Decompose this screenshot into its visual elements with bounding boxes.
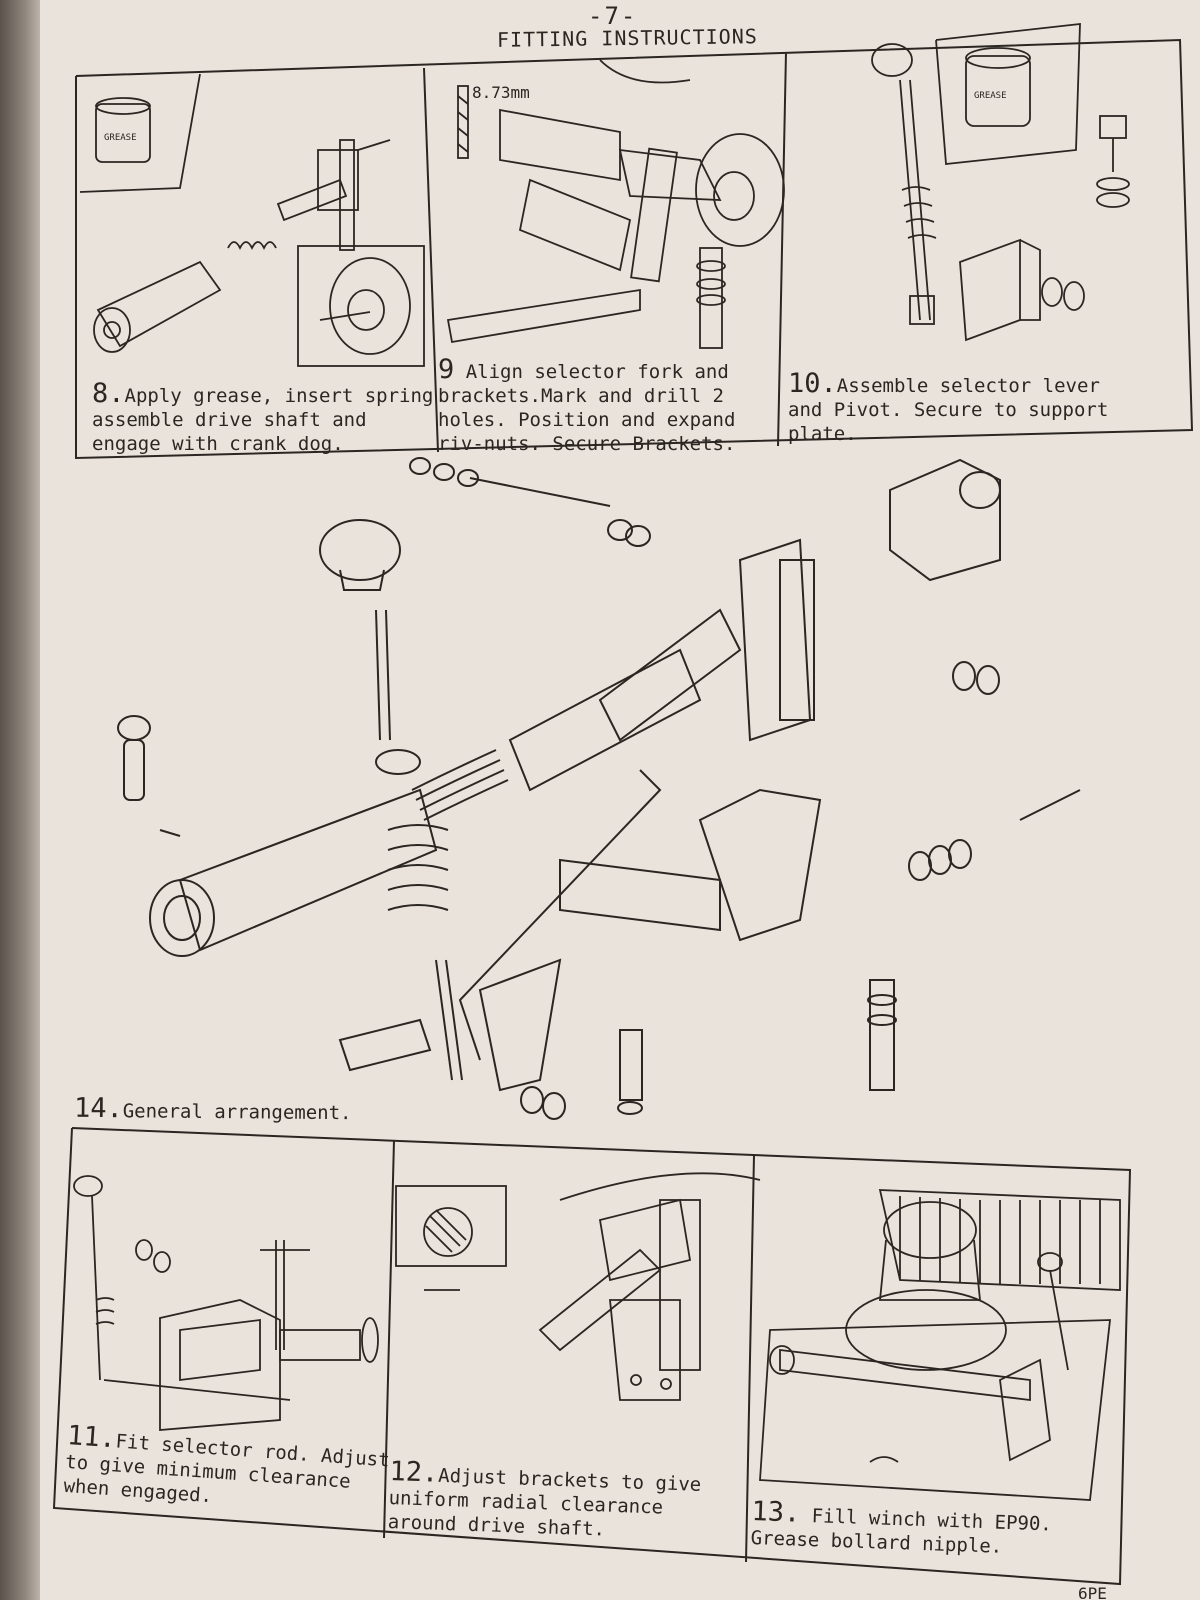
figure-10-selector-lever bbox=[871, 22, 1130, 342]
figure-11-selector-rod bbox=[73, 1175, 379, 1431]
caption-step-14: 14.General arrangement. bbox=[73, 1092, 352, 1125]
caption-step-10: 10.Assemble selector lever and Pivot. Se… bbox=[788, 368, 1109, 445]
manual-page: -7- FITTING INSTRUCTIONS bbox=[40, 0, 1200, 1600]
caption-step-9: 9 Align selector fork and brackets.Mark … bbox=[438, 354, 736, 455]
figure-14-general-arrangement bbox=[117, 457, 1081, 1120]
step-number: 14. bbox=[73, 1092, 123, 1125]
step-number: 13. bbox=[751, 1496, 801, 1529]
figure-12-brackets bbox=[395, 1172, 761, 1401]
top-panel-frame bbox=[75, 38, 1194, 460]
grease-label-8: GREASE bbox=[104, 133, 137, 143]
bottom-panel-frame bbox=[52, 1127, 1132, 1586]
figure-9-selector-fork bbox=[446, 59, 785, 349]
drill-size-label: 8.73mm bbox=[472, 83, 530, 102]
figure-8-drive-shaft bbox=[79, 73, 425, 367]
page-number: -7- bbox=[588, 2, 638, 30]
step-number: 11. bbox=[66, 1420, 117, 1455]
illustrations: GREASE 8.73mm GREASE bbox=[52, 22, 1194, 1586]
figure-13-winch bbox=[759, 1189, 1121, 1501]
step-number: 10. bbox=[788, 368, 837, 399]
caption-step-13: 13. Fill winch with EP90. Grease bollard… bbox=[750, 1496, 1053, 1558]
grease-label-10: GREASE bbox=[974, 91, 1007, 101]
step-number: 12. bbox=[389, 1456, 439, 1489]
book-spine bbox=[0, 0, 40, 1600]
footer-code: 6PE bbox=[1078, 1584, 1107, 1600]
step-number: 8. bbox=[92, 378, 125, 409]
step-number: 9 bbox=[438, 354, 455, 385]
caption-step-12: 12.Adjust brackets to give uniform radia… bbox=[387, 1456, 702, 1541]
caption-step-8: 8.Apply grease, insert spring assemble d… bbox=[92, 378, 434, 455]
